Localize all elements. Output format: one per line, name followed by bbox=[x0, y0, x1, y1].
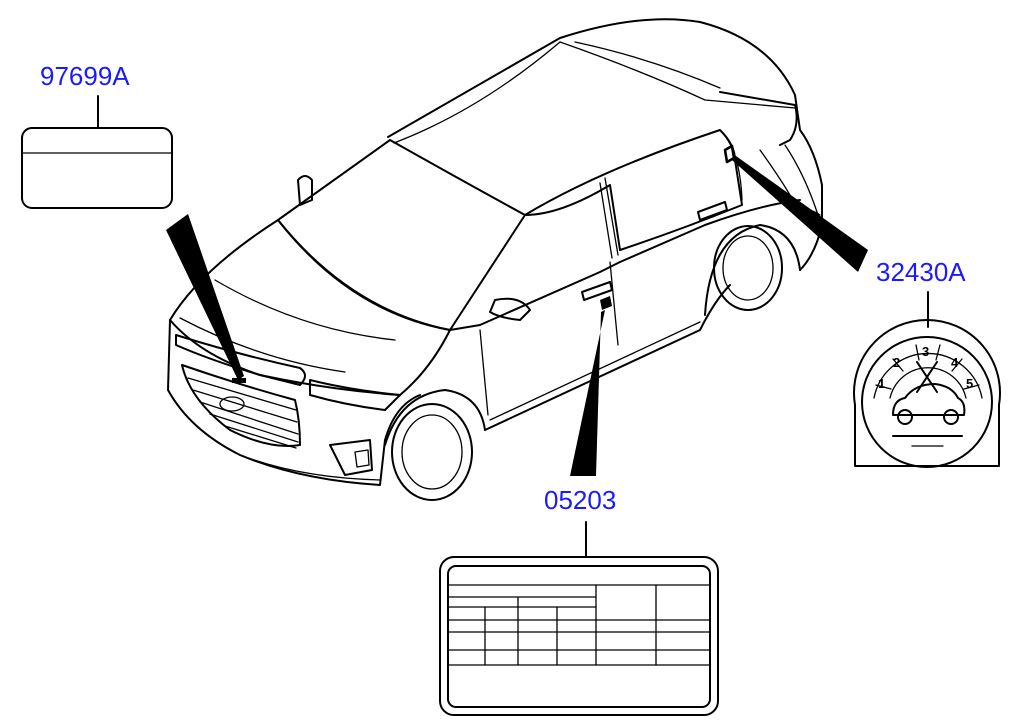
leader-97699a bbox=[166, 214, 244, 380]
leader-05203 bbox=[570, 310, 605, 476]
dial-number-1: 1 bbox=[878, 376, 885, 391]
dial-number-2: 2 bbox=[893, 355, 900, 370]
leader-32430a bbox=[732, 156, 868, 272]
car-illustration bbox=[167, 18, 823, 501]
part-number-05203[interactable]: 05203 bbox=[544, 485, 616, 515]
label-05203-illustration bbox=[439, 521, 719, 716]
label-32430a-illustration: 1 2 3 4 5 bbox=[853, 291, 1001, 468]
label-97699a-illustration bbox=[21, 95, 173, 209]
part-number-32430a[interactable]: 32430A bbox=[876, 257, 966, 287]
dial-number-5: 5 bbox=[966, 376, 973, 391]
dial-number-4: 4 bbox=[951, 355, 959, 370]
part-number-97699a[interactable]: 97699A bbox=[40, 61, 130, 91]
dial-number-3: 3 bbox=[922, 344, 929, 359]
